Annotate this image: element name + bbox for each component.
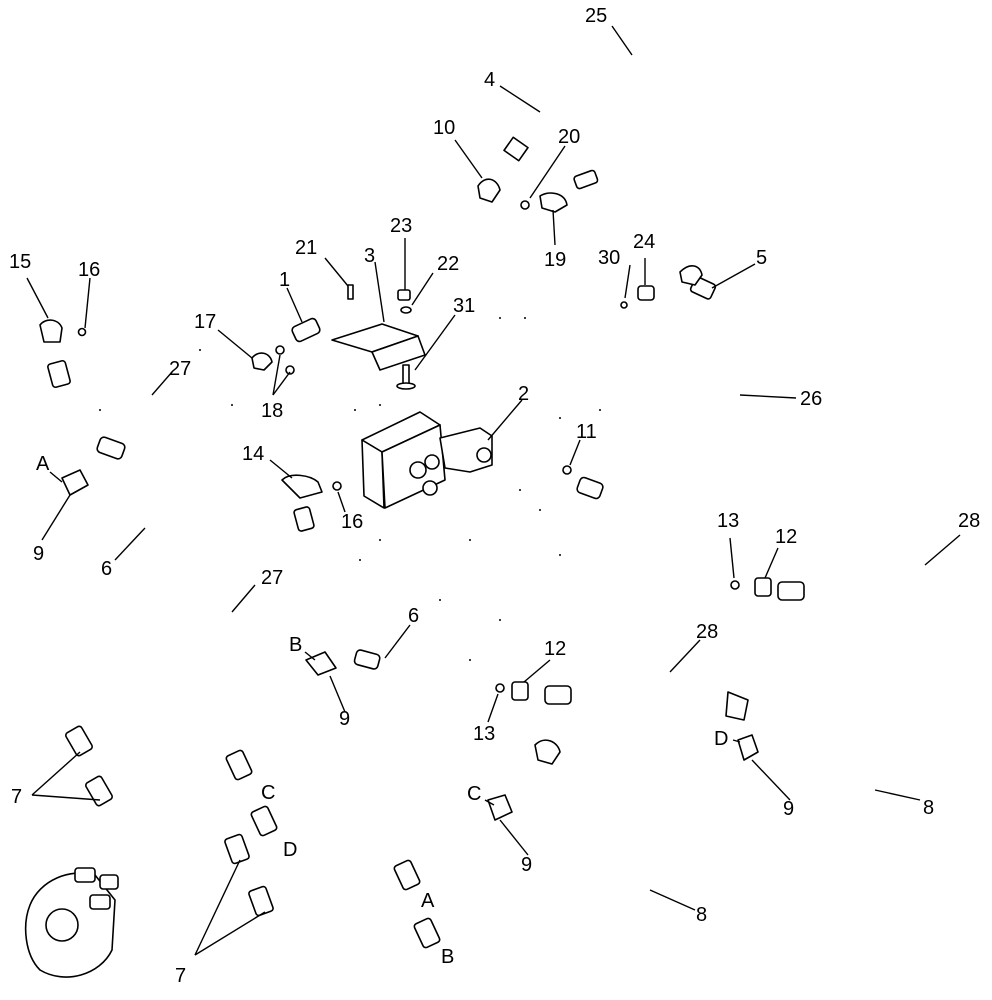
hoses-7 (65, 725, 441, 949)
callout-4: 4 (484, 69, 495, 91)
callout-a: A (421, 890, 435, 912)
steering-motor (24, 867, 119, 978)
callout-7: 7 (175, 965, 186, 987)
callout-22: 22 (437, 253, 459, 275)
callout-9: 9 (783, 798, 794, 820)
callout-30: 30 (598, 247, 620, 269)
hose-8-right (725, 581, 884, 797)
callout-6: 6 (408, 605, 419, 627)
callout-31: 31 (453, 295, 475, 317)
callout-19: 19 (544, 249, 566, 271)
callout-13: 13 (473, 723, 495, 745)
callout-2: 2 (518, 383, 529, 405)
callout-18: 18 (261, 400, 283, 422)
callout-c: C (467, 783, 481, 805)
callout-24: 24 (633, 231, 655, 253)
callout-14: 14 (242, 443, 264, 465)
callout-d: D (714, 728, 728, 750)
hose-27-lower (191, 546, 322, 764)
callout-16: 16 (78, 259, 100, 281)
leader-lines (26, 25, 961, 956)
callout-7: 7 (11, 786, 22, 808)
callout-13: 13 (717, 510, 739, 532)
callout-15: 15 (9, 251, 31, 273)
hose-4 (503, 95, 631, 190)
callout-27: 27 (169, 358, 191, 380)
callout-21: 21 (295, 237, 317, 259)
hose-25 (604, 48, 716, 140)
callout-12: 12 (775, 526, 797, 548)
hose-6-right (293, 506, 433, 739)
callout-11: 11 (576, 421, 597, 443)
callout-d: D (283, 839, 297, 861)
hose-28-left (619, 660, 717, 869)
callout-9: 9 (33, 543, 44, 565)
callout-8: 8 (923, 797, 934, 819)
callout-23: 23 (390, 215, 412, 237)
construction-dots (99, 317, 601, 661)
callout-27: 27 (261, 567, 283, 589)
callout-9: 9 (521, 854, 532, 876)
callout-labels: 25 4 10 20 19 23 21 3 22 31 30 24 5 15 1… (9, 5, 980, 987)
callout-17: 17 (194, 311, 216, 333)
callout-16: 16 (341, 511, 363, 533)
callout-3: 3 (364, 245, 375, 267)
callout-b: B (441, 946, 454, 968)
hose-6-left (47, 359, 179, 533)
callout-8: 8 (696, 904, 707, 926)
hose-27-upper (116, 356, 246, 520)
callout-a: A (36, 453, 50, 475)
callout-10: 10 (433, 117, 455, 139)
callout-20: 20 (558, 126, 580, 148)
hose-28-right (798, 533, 947, 741)
callout-b: B (289, 634, 302, 656)
valve-block-2 (361, 411, 493, 509)
callout-c: C (261, 782, 275, 804)
hose-26 (639, 355, 767, 516)
hose-8-left (534, 685, 659, 896)
callout-28: 28 (958, 510, 980, 532)
callout-9: 9 (339, 708, 350, 730)
callout-6: 6 (101, 558, 112, 580)
fittings (39, 178, 772, 821)
callout-25: 25 (585, 5, 607, 27)
bracket-3 (331, 323, 426, 371)
callout-12: 12 (544, 638, 566, 660)
callout-5: 5 (756, 247, 767, 269)
hose-5 (576, 265, 717, 500)
callout-26: 26 (800, 388, 822, 410)
callout-1: 1 (279, 269, 290, 291)
callout-28: 28 (696, 621, 718, 643)
